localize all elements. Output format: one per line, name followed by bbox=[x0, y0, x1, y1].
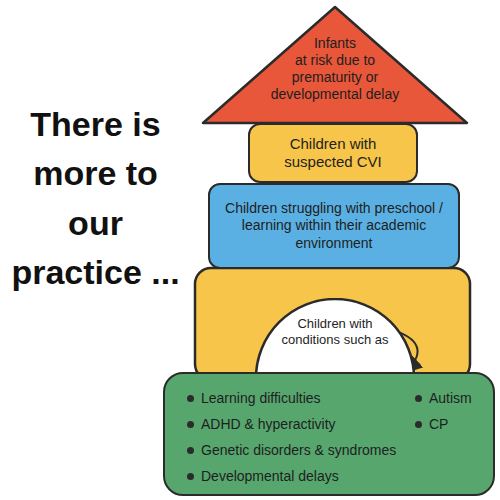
node-label: Children struggling with preschool / lea… bbox=[220, 200, 448, 251]
bullet-dot bbox=[187, 395, 194, 402]
node-label: Children with suspected CVI bbox=[260, 135, 406, 172]
node-label: Children with conditions such as bbox=[277, 316, 393, 348]
list-text: ADHD & hyperactivity bbox=[201, 416, 336, 433]
list-item: ADHD & hyperactivity bbox=[187, 416, 336, 433]
yellow-block bbox=[195, 268, 470, 380]
bullet-dot bbox=[415, 421, 422, 428]
stack-box: Children struggling with preschool / lea… bbox=[208, 183, 460, 269]
box-text-area: Children struggling with preschool / lea… bbox=[220, 200, 448, 251]
bullet-dot bbox=[187, 447, 194, 454]
bullet-dot bbox=[187, 473, 194, 480]
list-item: Developmental delays bbox=[187, 468, 339, 485]
arch-node: Children with conditions such as bbox=[255, 298, 415, 380]
bullet-dot bbox=[415, 395, 422, 402]
list-box: Learning difficultiesADHD & hyperactivit… bbox=[163, 372, 495, 496]
triangle-shape bbox=[203, 7, 467, 123]
arch-text-area: Children with conditions such as bbox=[277, 316, 393, 348]
node-label: Infants at risk due to prematurity or de… bbox=[204, 8, 466, 103]
box-text-area: Children with suspected CVI bbox=[260, 135, 406, 172]
arch-shape bbox=[256, 299, 414, 380]
list-item: Genetic disorders & syndromes bbox=[187, 442, 396, 459]
bullet-dot bbox=[187, 421, 194, 428]
list-item: CP bbox=[415, 416, 448, 433]
list-text: Genetic disorders & syndromes bbox=[201, 442, 396, 459]
triangle-node: Infants at risk due to prematurity or de… bbox=[200, 4, 470, 128]
list-item: Learning difficulties bbox=[187, 390, 321, 407]
page-title: There is more to our practice ... bbox=[8, 100, 183, 297]
list-item: Autism bbox=[415, 390, 472, 407]
triangle-text-area: Infants at risk due to prematurity or de… bbox=[204, 8, 466, 122]
list-text: Developmental delays bbox=[201, 468, 339, 485]
list-text: Learning difficulties bbox=[201, 390, 321, 407]
list-text: CP bbox=[429, 416, 448, 433]
list-text: Autism bbox=[429, 390, 472, 407]
stack-box: Children with suspected CVI bbox=[248, 123, 418, 183]
